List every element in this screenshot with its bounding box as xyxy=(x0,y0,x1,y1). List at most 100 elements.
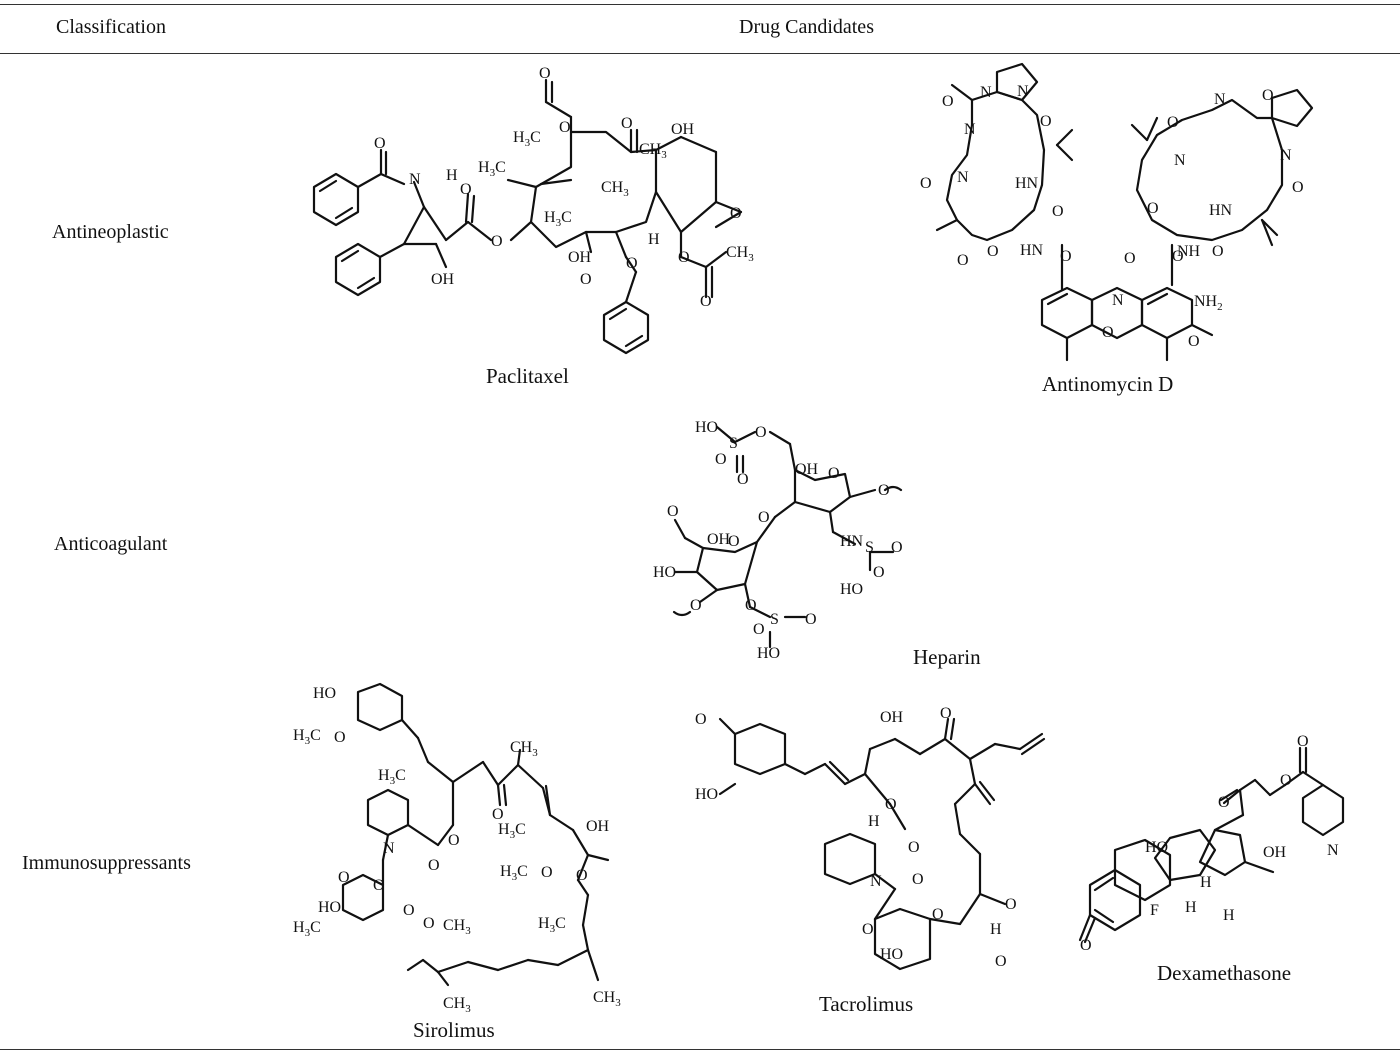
svg-text:O: O xyxy=(1218,794,1230,811)
svg-text:O: O xyxy=(559,119,571,136)
svg-text:HO: HO xyxy=(318,899,341,916)
svg-text:O: O xyxy=(1124,250,1136,267)
svg-text:HN: HN xyxy=(1015,175,1039,192)
svg-text:HO: HO xyxy=(840,581,863,598)
svg-text:OH: OH xyxy=(586,818,610,835)
drug-name-sirolimus: Sirolimus xyxy=(413,1018,495,1042)
svg-text:O: O xyxy=(1080,937,1092,954)
svg-text:O: O xyxy=(940,705,952,722)
svg-text:HN: HN xyxy=(840,533,864,550)
svg-text:O: O xyxy=(1280,772,1292,789)
svg-text:CH3: CH3 xyxy=(443,917,471,937)
svg-text:O: O xyxy=(580,271,592,288)
svg-text:OH: OH xyxy=(1263,844,1287,861)
svg-text:O: O xyxy=(338,869,350,886)
svg-text:H: H xyxy=(1200,874,1212,891)
header-classification: Classification xyxy=(56,16,166,38)
svg-text:O: O xyxy=(621,115,633,132)
peptide-ring-left xyxy=(945,90,1046,242)
bond xyxy=(356,172,383,189)
ring xyxy=(995,62,1039,102)
svg-text:O: O xyxy=(1292,179,1304,196)
svg-text:O: O xyxy=(942,93,954,110)
ring xyxy=(1113,838,1172,902)
svg-text:O: O xyxy=(873,564,885,581)
ring xyxy=(366,788,410,837)
svg-text:O: O xyxy=(695,711,707,728)
svg-text:N: N xyxy=(957,169,969,186)
svg-text:O: O xyxy=(1005,896,1017,913)
svg-text:HN: HN xyxy=(1020,242,1044,259)
svg-text:O: O xyxy=(491,233,503,250)
svg-text:O: O xyxy=(334,729,346,746)
svg-text:H: H xyxy=(868,813,880,830)
svg-text:O: O xyxy=(828,465,840,482)
ring xyxy=(1198,828,1247,877)
ring xyxy=(1270,88,1314,128)
svg-text:CH3: CH3 xyxy=(593,989,621,1009)
ring xyxy=(334,242,382,297)
svg-text:H3C: H3C xyxy=(498,821,526,841)
ring xyxy=(823,832,877,886)
svg-text:CH3: CH3 xyxy=(639,141,667,161)
ring xyxy=(733,722,787,776)
svg-text:O: O xyxy=(1102,324,1114,341)
svg-text:O: O xyxy=(758,509,770,526)
svg-text:O: O xyxy=(1188,333,1200,350)
svg-text:O: O xyxy=(1040,113,1052,130)
svg-text:O: O xyxy=(912,871,924,888)
svg-text:S: S xyxy=(729,435,738,452)
svg-text:H: H xyxy=(648,231,660,248)
svg-text:N: N xyxy=(964,121,976,138)
svg-text:N: N xyxy=(1214,91,1226,108)
ring xyxy=(1153,828,1217,882)
svg-text:H3C: H3C xyxy=(478,159,506,179)
peptide-ring-right xyxy=(1135,98,1284,242)
header-drug-candidates: Drug Candidates xyxy=(739,16,874,38)
svg-text:O: O xyxy=(885,796,897,813)
svg-text:N: N xyxy=(980,84,992,101)
svg-text:NH2: NH2 xyxy=(1194,293,1223,313)
ring xyxy=(356,682,404,732)
svg-text:N: N xyxy=(1112,292,1124,309)
svg-text:O: O xyxy=(1297,733,1309,750)
header-bottom-rule xyxy=(0,53,1400,54)
svg-text:HO: HO xyxy=(695,786,718,803)
svg-text:F: F xyxy=(1150,902,1159,919)
svg-text:H3C: H3C xyxy=(293,727,321,747)
svg-text:N: N xyxy=(1327,842,1339,859)
svg-text:O: O xyxy=(690,597,702,614)
class-immunosuppressants: Immunosuppressants xyxy=(22,852,191,874)
ring xyxy=(602,300,650,355)
svg-text:NH: NH xyxy=(1177,243,1201,260)
svg-text:O: O xyxy=(460,181,472,198)
ring xyxy=(1140,286,1194,340)
svg-text:HO: HO xyxy=(695,419,718,436)
svg-text:O: O xyxy=(1262,87,1274,104)
svg-text:O: O xyxy=(920,175,932,192)
table-top-rule xyxy=(0,4,1400,5)
svg-text:O: O xyxy=(626,255,638,272)
svg-text:H3C: H3C xyxy=(544,209,572,229)
svg-text:O: O xyxy=(737,471,749,488)
svg-text:HO: HO xyxy=(757,645,780,662)
svg-text:HO: HO xyxy=(880,946,903,963)
svg-text:O: O xyxy=(995,953,1007,970)
svg-text:H: H xyxy=(1185,899,1197,916)
svg-text:N: N xyxy=(870,873,882,890)
ring xyxy=(341,873,385,922)
svg-text:N: N xyxy=(1017,83,1029,100)
svg-text:OH: OH xyxy=(795,461,819,478)
svg-text:O: O xyxy=(755,424,767,441)
svg-text:OH: OH xyxy=(671,121,695,138)
svg-text:O: O xyxy=(539,65,551,82)
svg-text:H3C: H3C xyxy=(538,915,566,935)
svg-text:O: O xyxy=(1052,203,1064,220)
svg-text:HO: HO xyxy=(1145,839,1168,856)
svg-text:O: O xyxy=(891,539,903,556)
svg-text:O: O xyxy=(1147,200,1159,217)
